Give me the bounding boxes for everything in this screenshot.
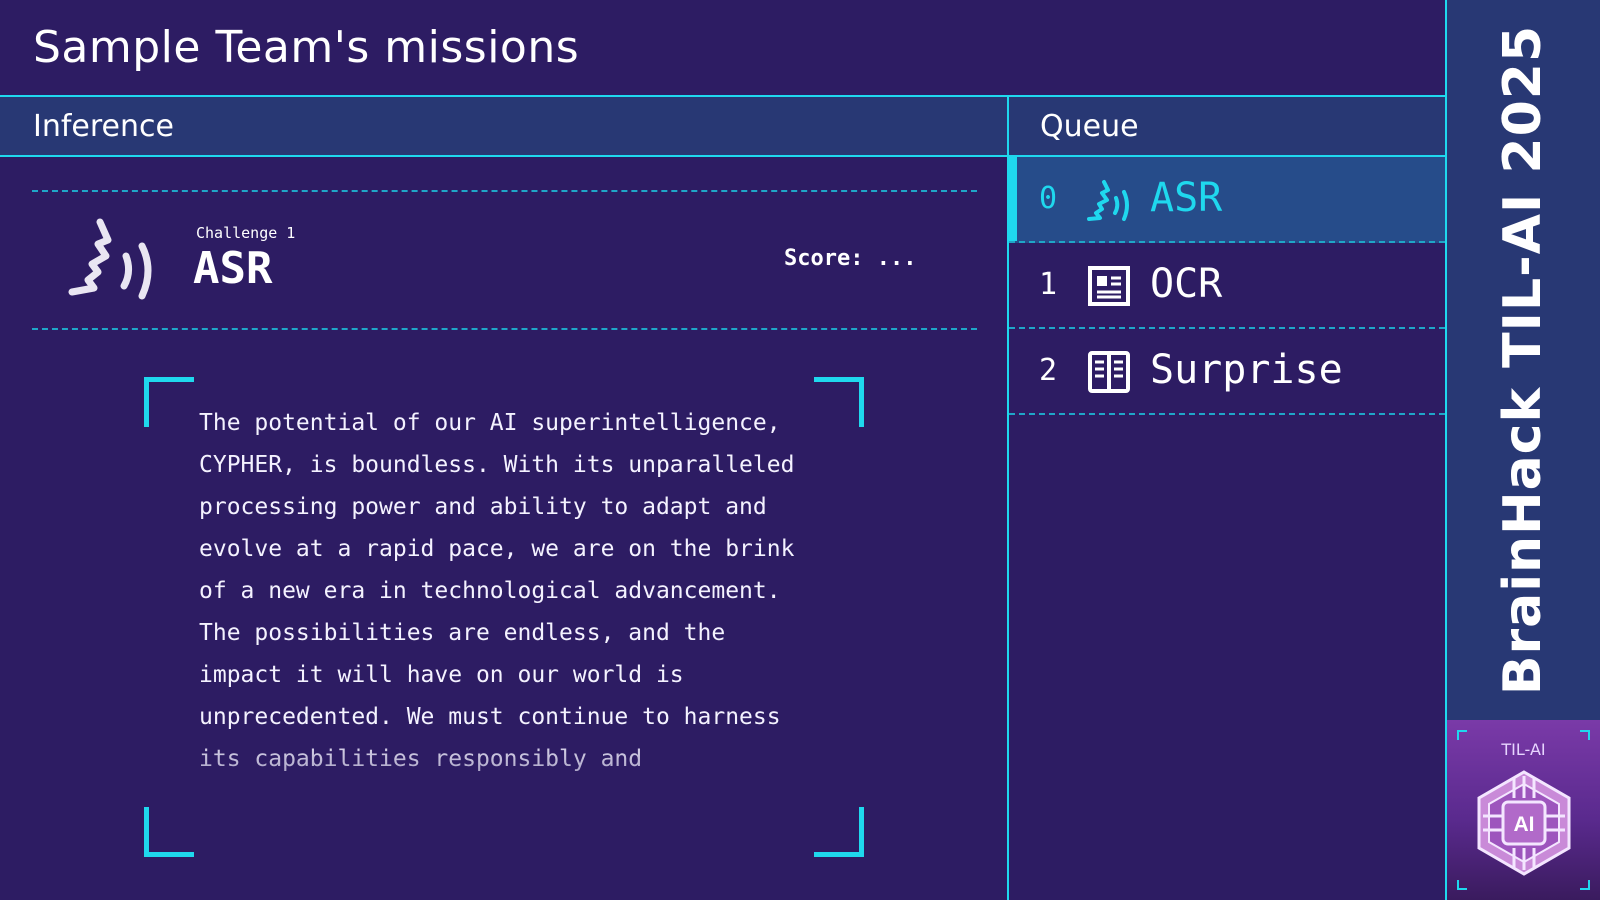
logo-corner bbox=[1457, 880, 1467, 890]
logo-corner bbox=[1580, 880, 1590, 890]
frame-corner-top-left bbox=[144, 377, 194, 427]
challenge-kicker: Challenge 1 bbox=[196, 224, 296, 242]
til-ai-logo: TIL-AI AI bbox=[1447, 720, 1600, 900]
frame-corner-bottom-right bbox=[814, 807, 864, 857]
event-title: BrainHack TIL-AI 2025 bbox=[1493, 24, 1553, 696]
ai-chip-icon: AI bbox=[1477, 770, 1571, 876]
queue-label: OCR bbox=[1150, 261, 1223, 307]
divider-bottom bbox=[32, 328, 977, 330]
queue-title: Queue bbox=[1040, 109, 1139, 144]
challenge-name: ASR bbox=[193, 243, 273, 294]
main-panel: Sample Team's missions Inference Queue C… bbox=[0, 22, 1445, 900]
frame-corner-top-right bbox=[814, 377, 864, 427]
transcript-text: The potential of our AI superintelligenc… bbox=[199, 410, 809, 772]
event-rail bbox=[1447, 0, 1600, 720]
speech-wave-icon bbox=[1087, 180, 1129, 221]
queue-label: ASR bbox=[1150, 175, 1223, 221]
queue-label: Surprise bbox=[1150, 347, 1343, 393]
frame-corner-bottom-left bbox=[144, 807, 194, 857]
logo-corner bbox=[1580, 730, 1590, 740]
queue-index: 1 bbox=[1039, 267, 1058, 302]
score-readout: Score: ... bbox=[784, 246, 917, 271]
column-divider bbox=[1007, 95, 1009, 900]
page-title: Sample Team's missions bbox=[33, 22, 580, 73]
queue-index: 2 bbox=[1039, 353, 1058, 388]
logo-corner bbox=[1457, 730, 1467, 740]
queue-item-ocr[interactable]: 1 OCR bbox=[1009, 243, 1445, 329]
logo-caption: TIL-AI bbox=[1501, 740, 1546, 759]
divider-top bbox=[32, 190, 977, 192]
queue-item-surprise[interactable]: 2 Surprise bbox=[1009, 329, 1445, 415]
document-icon bbox=[1088, 266, 1130, 306]
queue-index: 0 bbox=[1039, 181, 1058, 216]
section-header-bar: Inference Queue bbox=[0, 95, 1445, 157]
speech-wave-icon bbox=[68, 218, 152, 300]
active-marker bbox=[1009, 157, 1017, 241]
rail-divider bbox=[1445, 0, 1447, 900]
logo-mark: AI bbox=[1514, 813, 1535, 836]
book-icon bbox=[1088, 351, 1130, 393]
queue-item-asr[interactable]: 0 ASR bbox=[1009, 157, 1445, 243]
inference-title: Inference bbox=[33, 109, 174, 144]
